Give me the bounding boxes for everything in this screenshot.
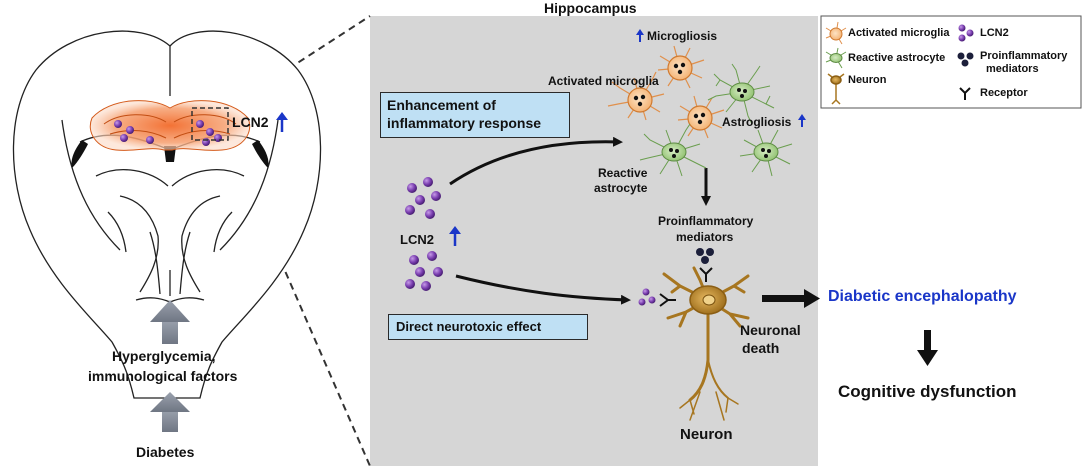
astrocyte-cell-2 [639, 123, 707, 177]
astrocyte-cell-1 [707, 63, 775, 125]
diabetic-encephalopathy-label: Diabetic encephalopathy [828, 288, 1017, 305]
receptor-icon-top [699, 267, 713, 282]
left-ventricle [71, 140, 88, 168]
reactive-astrocyte-line1: Reactive [598, 166, 648, 180]
diabetes-label: Diabetes [136, 444, 195, 460]
legend-astrocyte-icon [825, 47, 847, 69]
gray-up-arrow-2 [150, 392, 190, 432]
legend-proinflammatory-line2: mediators [986, 63, 1039, 75]
legend-receptor-label: Receptor [980, 87, 1028, 99]
legend-mediators-icon [957, 52, 974, 67]
legend-box [820, 15, 1082, 109]
hippocampus-title: Hippocampus [544, 0, 637, 16]
legend-lcn2-icon [958, 24, 974, 42]
microgliosis-label: Microgliosis [647, 29, 718, 43]
legend-microglia-icon [825, 21, 847, 45]
factors-label-line2: immunological factors [88, 368, 238, 384]
right-ventricle [252, 140, 269, 168]
proinflammatory-mediators-icon [696, 248, 714, 264]
brain-lcn2-label: LCN2 [232, 114, 269, 130]
microgliosis-increase-icon [636, 29, 644, 42]
enhancement-line1: Enhancement of [387, 97, 496, 113]
proinflammatory-label-line1: Proinflammatory [658, 214, 754, 228]
proinflammatory-label-line2: mediators [676, 230, 734, 244]
panel-lcn2-label: LCN2 [400, 232, 434, 247]
panel-lcn2-cluster-bottom [405, 251, 443, 291]
gray-up-arrow-1 [150, 300, 190, 344]
astrogliosis-label: Astrogliosis [722, 115, 792, 129]
arrow-to-cognitive [917, 330, 938, 366]
astrocyte-cell-3 [739, 129, 793, 177]
neuron-label: Neuron [680, 426, 733, 443]
enhancement-line2: inflammatory response [387, 115, 542, 131]
neuronal-death-line2: death [742, 340, 780, 356]
receptor-icon-left [659, 293, 676, 307]
panel-lcn2-cluster-top [405, 177, 441, 219]
direct-effect-label: Direct neurotoxic effect [396, 319, 542, 334]
arrow-to-glia [449, 136, 623, 186]
astrogliosis-increase-icon [798, 114, 806, 127]
legend-neuron-icon [827, 73, 845, 105]
zoom-selection-box [191, 107, 229, 141]
panel-lcn2-increase-icon [449, 226, 461, 246]
legend-receptor-icon [959, 87, 971, 100]
brain-lcn2-dots [114, 120, 222, 146]
activated-microglia-label: Activated microglia [548, 74, 659, 88]
microglia-cell-3 [677, 95, 725, 139]
neuronal-death-line1: Neuronal [740, 322, 801, 338]
arrow-to-encephalopathy [762, 289, 820, 308]
legend-proinflammatory-line1: Proinflammatory [980, 50, 1068, 62]
microglia-cell-2 [657, 45, 705, 89]
legend-microglia-label: Activated microglia [848, 27, 950, 39]
legend-lcn2-label: LCN2 [980, 27, 1009, 39]
microglia-cell-1 [607, 71, 665, 121]
brain-lcn2-increase-icon [276, 112, 288, 132]
factors-label-line1: Hyperglycemia, [112, 348, 216, 364]
legend-astrocyte-label: Reactive astrocyte [848, 52, 946, 64]
neuron-lcn2-dots [638, 288, 656, 306]
neuron-cell [662, 266, 750, 421]
arrow-to-neuron [455, 274, 631, 305]
enhancement-box: Enhancement of inflammatory response [380, 92, 570, 138]
hippocampus-highlight [89, 100, 251, 151]
reactive-astrocyte-line2: astrocyte [594, 181, 648, 195]
cognitive-dysfunction-label: Cognitive dysfunction [838, 382, 1017, 401]
direct-effect-box: Direct neurotoxic effect [388, 314, 588, 340]
legend-neuron-label: Neuron [848, 74, 887, 86]
